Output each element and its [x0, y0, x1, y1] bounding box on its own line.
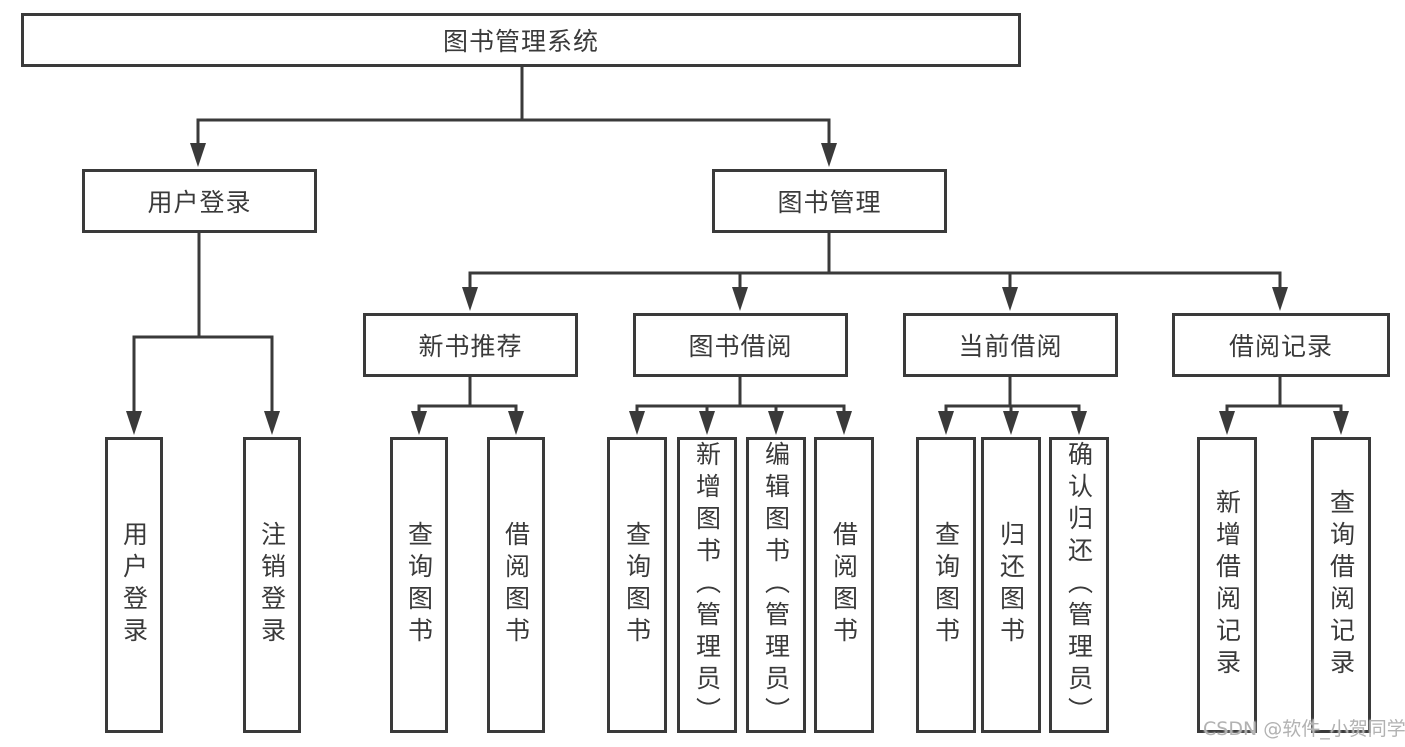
node-current-borrow: 当前借阅	[903, 313, 1118, 377]
node-root-system: 图书管理系统	[21, 13, 1021, 67]
leaf-label: 注销登录	[257, 521, 287, 649]
leaf-query-books: 查询图书	[607, 437, 667, 733]
node-label: 当前借阅	[958, 332, 1063, 361]
node-root-label: 图书管理系统	[442, 27, 599, 56]
leaf-label: 查询图书	[622, 521, 652, 649]
node-label: 借阅记录	[1228, 332, 1333, 361]
leaf-add-borrow-record: 新增借阅记录	[1197, 437, 1257, 733]
leaf-label: 查询图书	[404, 521, 434, 649]
leaf-query-books-recommend: 查询图书	[390, 437, 448, 733]
leaf-borrow-books: 借阅图书	[814, 437, 874, 733]
csdn-watermark: CSDN @软件_小贺同学	[1203, 718, 1405, 740]
leaf-add-books-admin: 新增图书（管理员）	[677, 437, 737, 733]
leaf-return-books: 归还图书	[981, 437, 1041, 733]
connector-userlogin-rail	[132, 335, 274, 418]
leaf-label: 确认归还（管理员）	[1064, 441, 1094, 729]
leaf-label: 新增借阅记录	[1212, 489, 1242, 681]
node-user-login: 用户登录	[82, 169, 317, 233]
leaf-label: 借阅图书	[501, 521, 531, 649]
node-label: 图书借阅	[688, 332, 793, 361]
leaf-label: 新增图书（管理员）	[692, 441, 722, 729]
node-label: 图书管理	[777, 188, 882, 217]
node-label: 新书推荐	[418, 332, 523, 361]
node-borrow-records: 借阅记录	[1172, 313, 1390, 377]
leaf-user-login: 用户登录	[105, 437, 163, 733]
leaf-label: 借阅图书	[829, 521, 859, 649]
leaf-confirm-return-admin: 确认归还（管理员）	[1049, 437, 1109, 733]
leaf-query-books-current: 查询图书	[916, 437, 976, 733]
leaf-borrow-books-recommend: 借阅图书	[487, 437, 545, 733]
leaf-query-borrow-record: 查询借阅记录	[1311, 437, 1371, 733]
leaf-label: 查询借阅记录	[1326, 489, 1356, 681]
node-new-book-recommend: 新书推荐	[363, 313, 578, 377]
leaf-logout: 注销登录	[243, 437, 301, 733]
node-book-borrow: 图书借阅	[633, 313, 848, 377]
arrowheads	[126, 143, 1349, 435]
node-label: 用户登录	[147, 188, 252, 217]
node-book-management: 图书管理	[712, 169, 947, 233]
leaf-edit-books-admin: 编辑图书（管理员）	[746, 437, 806, 733]
connector-bookmgmt-rail	[468, 271, 1282, 293]
leaf-label: 查询图书	[931, 521, 961, 649]
leaf-label: 编辑图书（管理员）	[761, 441, 791, 729]
leaf-label: 归还图书	[996, 521, 1026, 649]
connector-root-rail	[196, 118, 831, 150]
leaf-label: 用户登录	[119, 521, 149, 649]
